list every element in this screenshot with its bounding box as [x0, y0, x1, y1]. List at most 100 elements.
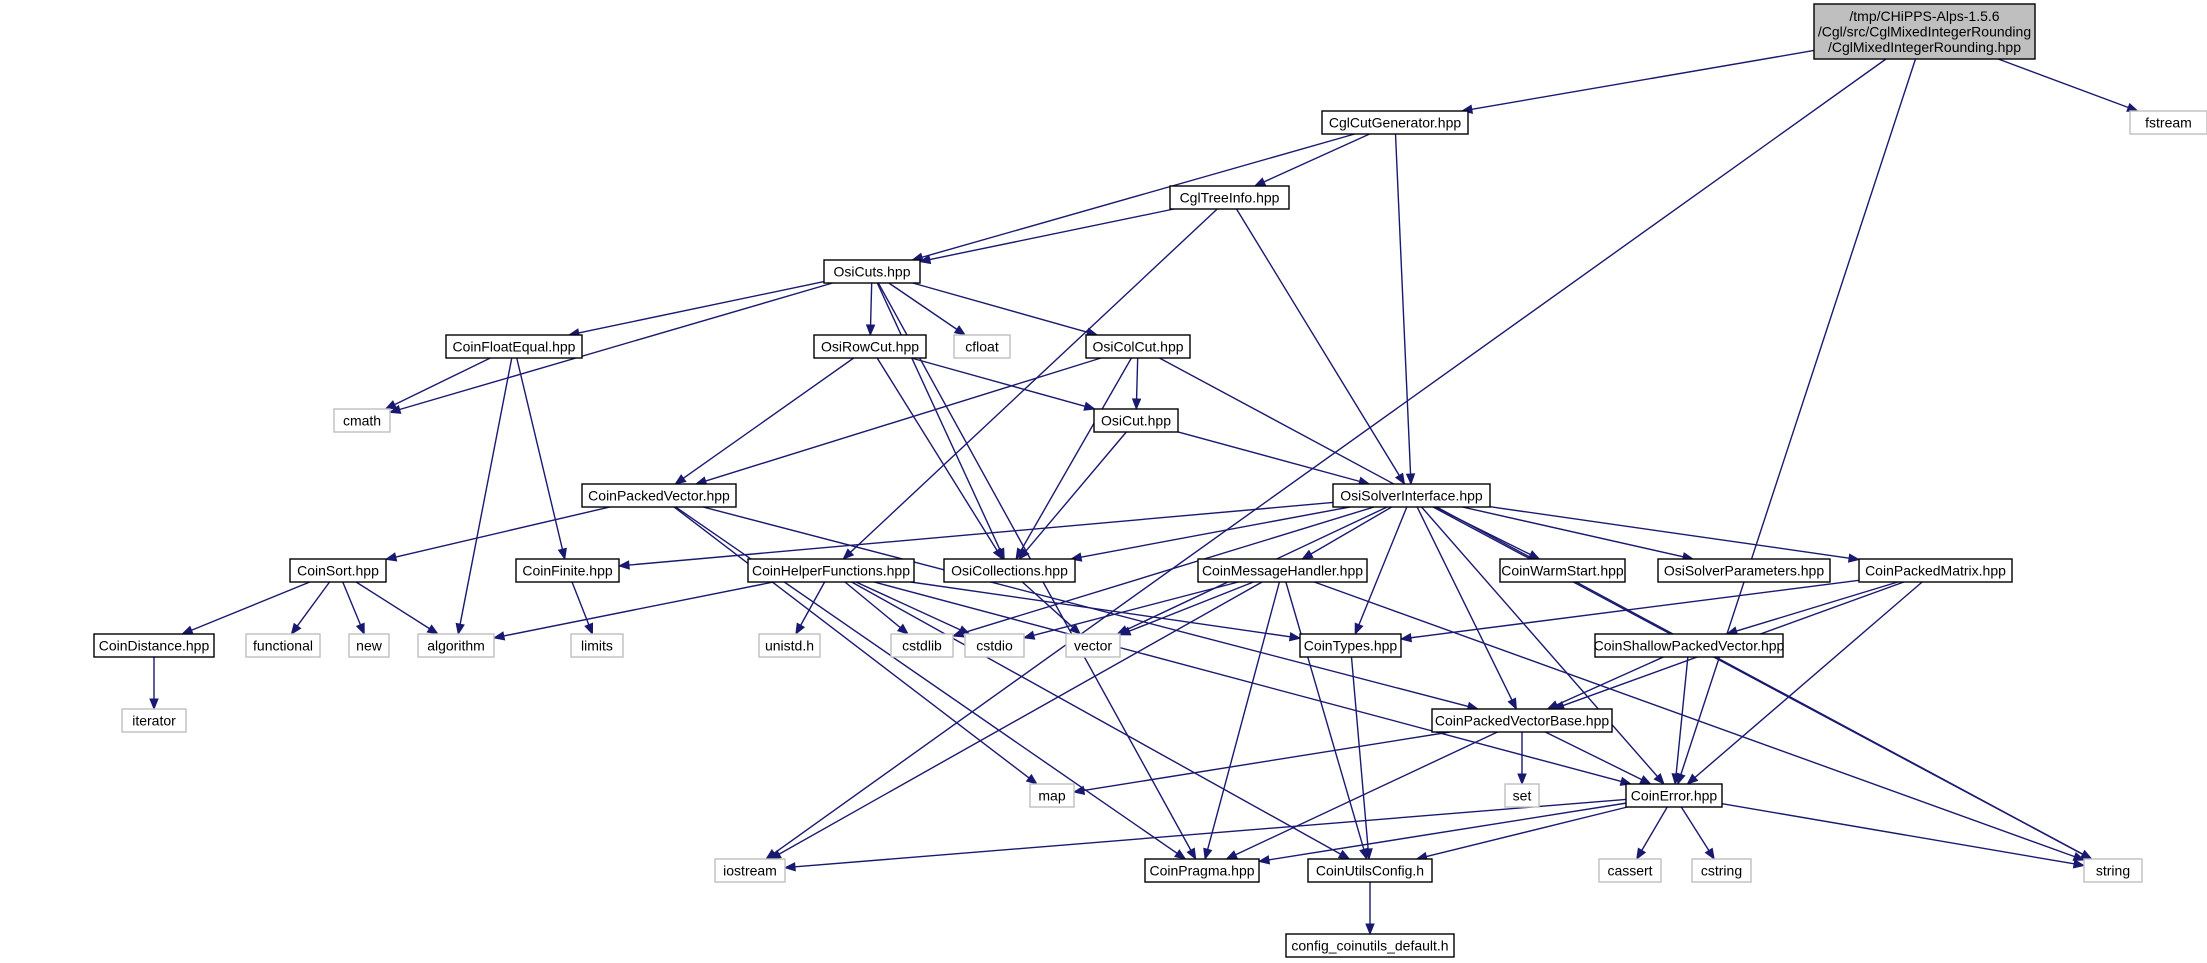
edge-arrowhead [1253, 177, 1267, 187]
edge-coinmsg-to-cstdio [1022, 581, 1239, 640]
edge-osirowcut-to-osicollections [876, 357, 1004, 561]
edge-osicuts-to-osirowcut [865, 282, 876, 337]
edge-line [1426, 806, 1628, 858]
edge-coindistance-to-iterator [149, 657, 159, 711]
edge-coinpackedmatrix-to-coinerror [1686, 581, 1923, 785]
edge-arrowhead [1118, 626, 1132, 636]
node-box [1321, 110, 1469, 135]
node-osirowcut[interactable]: OsiRowCut.hpp [813, 334, 927, 359]
node-configdefault[interactable]: config_coinutils_default.h [1285, 933, 1455, 958]
node-coinpackedmatrix[interactable]: CoinPackedMatrix.hpp [1858, 558, 2013, 583]
node-box [747, 558, 915, 583]
node-label: cstdio [976, 638, 1013, 654]
edge-line [1421, 506, 1658, 777]
node-cgltree[interactable]: CglTreeInfo.hpp [1169, 185, 1290, 210]
edge-arrowhead [384, 400, 398, 410]
node-coinshallow[interactable]: CoinShallowPackedVector.hpp [1594, 633, 1785, 658]
edge-arrowhead [1186, 847, 1197, 861]
edge-line [773, 58, 1887, 854]
node-box [823, 259, 921, 284]
edge-coinfinite-to-limits [571, 581, 594, 636]
edge-arrowhead [1288, 632, 1302, 642]
edge-coinerror-to-string [1721, 803, 2086, 869]
edge-coinpackedmatrix-to-coinshallow [1725, 581, 1898, 636]
node-osicut[interactable]: OsiCut.hpp [1093, 408, 1179, 433]
edge-osicolcut-to-osicut [1131, 357, 1142, 411]
edge-arrowhead [1174, 849, 1187, 860]
node-label: OsiCut.hpp [1101, 413, 1171, 429]
edge-line [1285, 581, 1365, 850]
edge-line [1641, 806, 1668, 851]
node-coinwarm[interactable]: CoinWarmStart.hpp [1499, 558, 1626, 583]
node-box [1307, 858, 1433, 883]
node-cmath: cmath [333, 408, 391, 433]
edge-line [394, 357, 491, 406]
node-coindistance[interactable]: CoinDistance.hpp [93, 633, 215, 658]
edge-line [1135, 357, 1139, 400]
node-label: /Cgl/src/CglMixedIntegerRounding [1818, 24, 2031, 40]
node-coinpvbase[interactable]: CoinPackedVectorBase.hpp [1431, 708, 1613, 733]
edge-arrowhead [783, 862, 796, 872]
node-box [1332, 483, 1491, 508]
node-label: CoinPragma.hpp [1149, 863, 1254, 879]
edge-line [1025, 431, 1127, 552]
node-coinfinite[interactable]: CoinFinite.hpp [515, 558, 620, 583]
edge-osicuts-to-cmath [388, 282, 833, 414]
edge-coinfloat-to-coinfinite [516, 357, 567, 561]
edge-arrowhead [953, 325, 967, 336]
edge-arrowhead [1546, 700, 1560, 710]
node-osicuts[interactable]: OsiCuts.hpp [823, 259, 921, 284]
edge-line [1235, 208, 1400, 476]
node-label: functional [253, 638, 313, 654]
edge-line [683, 357, 855, 479]
edge-osirowcut-to-coinpackedvector [674, 357, 855, 485]
node-root[interactable]: /tmp/CHiPPS-Alps-1.5.6/Cgl/src/CglMixedI… [1813, 3, 2036, 60]
node-box [2129, 110, 2207, 135]
edge-coinmsg-to-coinpragma [1203, 581, 1281, 861]
edge-arrowhead [557, 547, 567, 561]
node-coinpragma[interactable]: CoinPragma.hpp [1144, 858, 1260, 883]
node-cointypes[interactable]: CoinTypes.hpp [1299, 633, 1402, 658]
node-osicollections[interactable]: OsiCollections.hpp [943, 558, 1076, 583]
node-coinsort[interactable]: CoinSort.hpp [289, 558, 387, 583]
edge-arrowhead [1131, 398, 1142, 411]
edge-line [1721, 803, 2075, 865]
edge-root-to-iostream [765, 58, 1887, 860]
edge-arrowhead [1363, 848, 1373, 861]
node-osisolver[interactable]: OsiSolverInterface.hpp [1332, 483, 1491, 508]
edge-arrowhead [1639, 775, 1652, 785]
node-osicolcut[interactable]: OsiColCut.hpp [1085, 334, 1191, 359]
node-label: cfloat [965, 339, 999, 355]
node-coinpackedvector[interactable]: CoinPackedVector.hpp [581, 483, 737, 508]
edge-osisolver-to-coinpackedmatrix [1489, 506, 1861, 563]
edge-line [355, 581, 430, 630]
edge-arrowhead [384, 552, 398, 562]
node-box [1598, 858, 1662, 883]
edge-line [876, 357, 998, 551]
edge-line [705, 357, 1102, 482]
edge-coinpackedmatrix-to-cointypes [1399, 579, 1860, 643]
node-coinerror[interactable]: CoinError.hpp [1625, 783, 1723, 808]
node-coinfloat[interactable]: CoinFloatEqual.hpp [445, 334, 583, 359]
node-cstdio: cstdio [964, 633, 1025, 658]
edge-arrowhead [1517, 773, 1527, 786]
node-cglcutgen[interactable]: CglCutGenerator.hpp [1321, 110, 1469, 135]
node-coinutilsconfig[interactable]: CoinUtilsConfig.h [1307, 858, 1433, 883]
node-coinhelper[interactable]: CoinHelperFunctions.hpp [747, 558, 915, 583]
edge-line [1177, 431, 1360, 483]
node-box [445, 334, 583, 359]
node-label: CoinTypes.hpp [1304, 638, 1398, 654]
edge-line [342, 581, 362, 626]
node-vector: vector [1065, 633, 1121, 658]
edge-osicut-to-osicollections [1018, 431, 1127, 561]
node-osisolverparams[interactable]: OsiSolverParameters.hpp [1657, 558, 1831, 583]
node-box [964, 633, 1025, 658]
node-coinmsg[interactable]: CoinMessageHandler.hpp [1197, 558, 1368, 583]
edge-line [910, 581, 1291, 638]
node-box [1093, 408, 1179, 433]
edge-line [191, 581, 311, 631]
node-label: fstream [2145, 115, 2192, 131]
edge-line [911, 357, 1086, 407]
edge-coinpvbase-to-map [1072, 731, 1451, 796]
node-cstring: cstring [1691, 858, 1752, 883]
